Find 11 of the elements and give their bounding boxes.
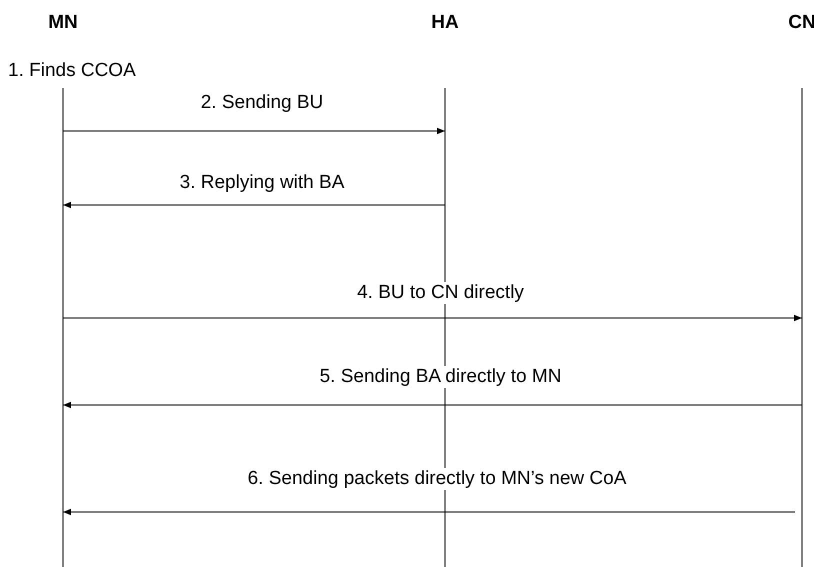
message-arrow [62, 508, 796, 516]
participant-label: MN [48, 12, 78, 34]
participant-label: HA [431, 12, 459, 34]
message-arrow [62, 128, 446, 134]
message-label: 4. BU to CN directly [355, 282, 526, 304]
message-label: 3. Replying with BA [178, 172, 346, 194]
message-arrow [62, 314, 802, 322]
message-label: 6. Sending packets directly to MN’s new CoA [246, 468, 628, 490]
message-arrow [62, 202, 446, 208]
step-note: 1. Finds CCOA [8, 60, 136, 82]
message-arrow [62, 402, 802, 408]
